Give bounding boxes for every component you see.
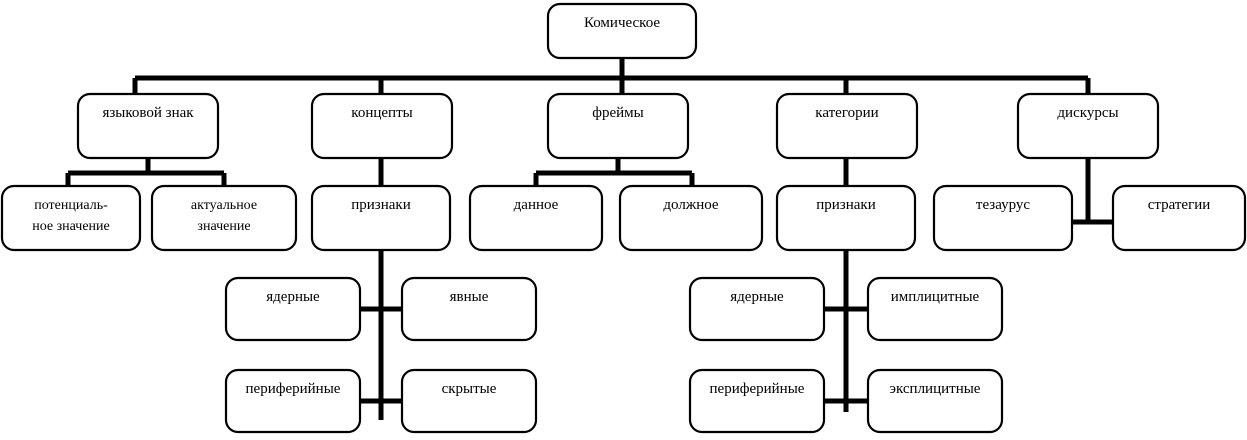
node-label-yadernye-right: ядерные — [730, 289, 784, 305]
node-label-eksplitsitnye: эксплицитные — [890, 381, 981, 397]
node-yavnye[interactable]: явные — [400, 276, 538, 342]
node-perifereynye-left[interactable]: периферийные — [224, 368, 362, 434]
node-potentsialnoe-znachenie[interactable]: потенциаль-ное значение — [0, 184, 142, 252]
node-box-kategorii — [775, 92, 919, 160]
node-skrytye[interactable]: скрытые — [400, 368, 538, 434]
node-perifereynye-right[interactable]: периферийные — [688, 368, 826, 434]
connector-lines-group — [65, 58, 1113, 420]
node-box-skrytye — [400, 368, 538, 434]
node-box-dannoe — [468, 184, 604, 252]
node-root[interactable]: Комическое — [546, 2, 698, 60]
node-label-implitsitnye: имплицитные — [891, 289, 980, 305]
node-label-dannoe: данное — [514, 197, 559, 213]
node-priznaki-kontsepty[interactable]: признаки — [310, 184, 452, 252]
node-label-potentsialnoe-znachenie: потенциаль-ное значение — [32, 198, 110, 234]
node-label-perifereynye-left: периферийные — [246, 381, 341, 397]
node-box-eksplitsitnye — [866, 368, 1004, 434]
node-label-skrytye: скрытые — [442, 381, 497, 397]
node-box-strategii — [1111, 184, 1247, 252]
node-yazykovoy-znak[interactable]: языковой знак — [76, 92, 220, 160]
node-box-aktualnoe-znachenie — [150, 184, 298, 252]
node-box-perifereynye-left — [224, 368, 362, 434]
node-label-yadernye-left: ядерные — [266, 289, 320, 305]
node-box-implitsitnye — [866, 276, 1004, 342]
node-label-priznaki-kategorii: признаки — [816, 197, 875, 213]
node-box-yadernye-right — [688, 276, 826, 342]
node-tezaurus[interactable]: тезаурус — [932, 184, 1074, 252]
node-label-priznaki-kontsepty: признаки — [351, 197, 410, 213]
node-label-kategorii: категории — [815, 105, 878, 121]
node-diskursy[interactable]: дискурсы — [1016, 92, 1160, 160]
node-box-tezaurus — [932, 184, 1074, 252]
node-label-kontsepty: концепты — [351, 105, 412, 121]
node-label-yazykovoy-znak: языковой знак — [102, 105, 194, 121]
node-kontsepty[interactable]: концепты — [310, 92, 454, 160]
node-label-yavnye: явные — [450, 289, 489, 305]
node-box-dolzhnoe — [618, 184, 764, 252]
node-kategorii[interactable]: категории — [775, 92, 919, 160]
node-dolzhnoe[interactable]: должное — [618, 184, 764, 252]
node-priznaki-kategorii[interactable]: признаки — [775, 184, 917, 252]
node-box-diskursy — [1016, 92, 1160, 160]
node-label-strategii: стратегии — [1148, 197, 1211, 213]
node-box-yazykovoy-znak — [76, 92, 220, 160]
node-box-kontsepty — [310, 92, 454, 160]
node-label-freymy: фреймы — [592, 105, 643, 121]
node-label-tezaurus: тезаурус — [976, 197, 1031, 213]
node-box-potentsialnoe-znachenie — [0, 184, 142, 252]
node-box-priznaki-kategorii — [775, 184, 917, 252]
node-box-priznaki-kontsepty — [310, 184, 452, 252]
node-strategii[interactable]: стратегии — [1111, 184, 1247, 252]
node-freymy[interactable]: фреймы — [546, 92, 690, 160]
node-yadernye-right[interactable]: ядерные — [688, 276, 826, 342]
node-box-yavnye — [400, 276, 538, 342]
node-box-yadernye-left — [224, 276, 362, 342]
node-label-diskursy: дискурсы — [1057, 105, 1118, 121]
node-dannoe[interactable]: данное — [468, 184, 604, 252]
node-box-freymy — [546, 92, 690, 160]
node-box-perifereynye-right — [688, 368, 826, 434]
node-box-root — [546, 2, 698, 60]
node-label-root: Комическое — [584, 15, 660, 31]
node-eksplitsitnye[interactable]: эксплицитные — [866, 368, 1004, 434]
node-label-perifereynye-right: периферийные — [710, 381, 805, 397]
node-label-dolzhnoe: должное — [663, 197, 718, 213]
node-implitsitnye[interactable]: имплицитные — [866, 276, 1004, 342]
node-yadernye-left[interactable]: ядерные — [224, 276, 362, 342]
